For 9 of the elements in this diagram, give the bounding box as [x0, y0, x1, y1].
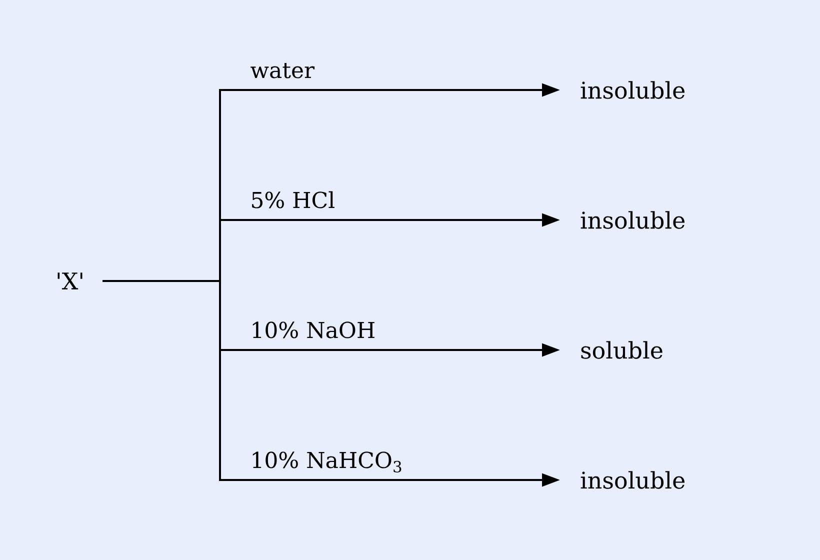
- edge-label: 10% NaOH: [249, 320, 377, 340]
- result-label: soluble: [581, 341, 662, 359]
- edge-label: 5% HCl: [249, 190, 336, 210]
- result-label: insoluble: [580, 81, 685, 99]
- result-label: insoluble: [580, 211, 685, 229]
- result-label: insoluble: [580, 471, 685, 489]
- edge-label: water: [249, 62, 316, 80]
- sample-label: 'X': [58, 272, 82, 290]
- edge-label: 10% NaHCO$_{3}$: [249, 450, 404, 474]
